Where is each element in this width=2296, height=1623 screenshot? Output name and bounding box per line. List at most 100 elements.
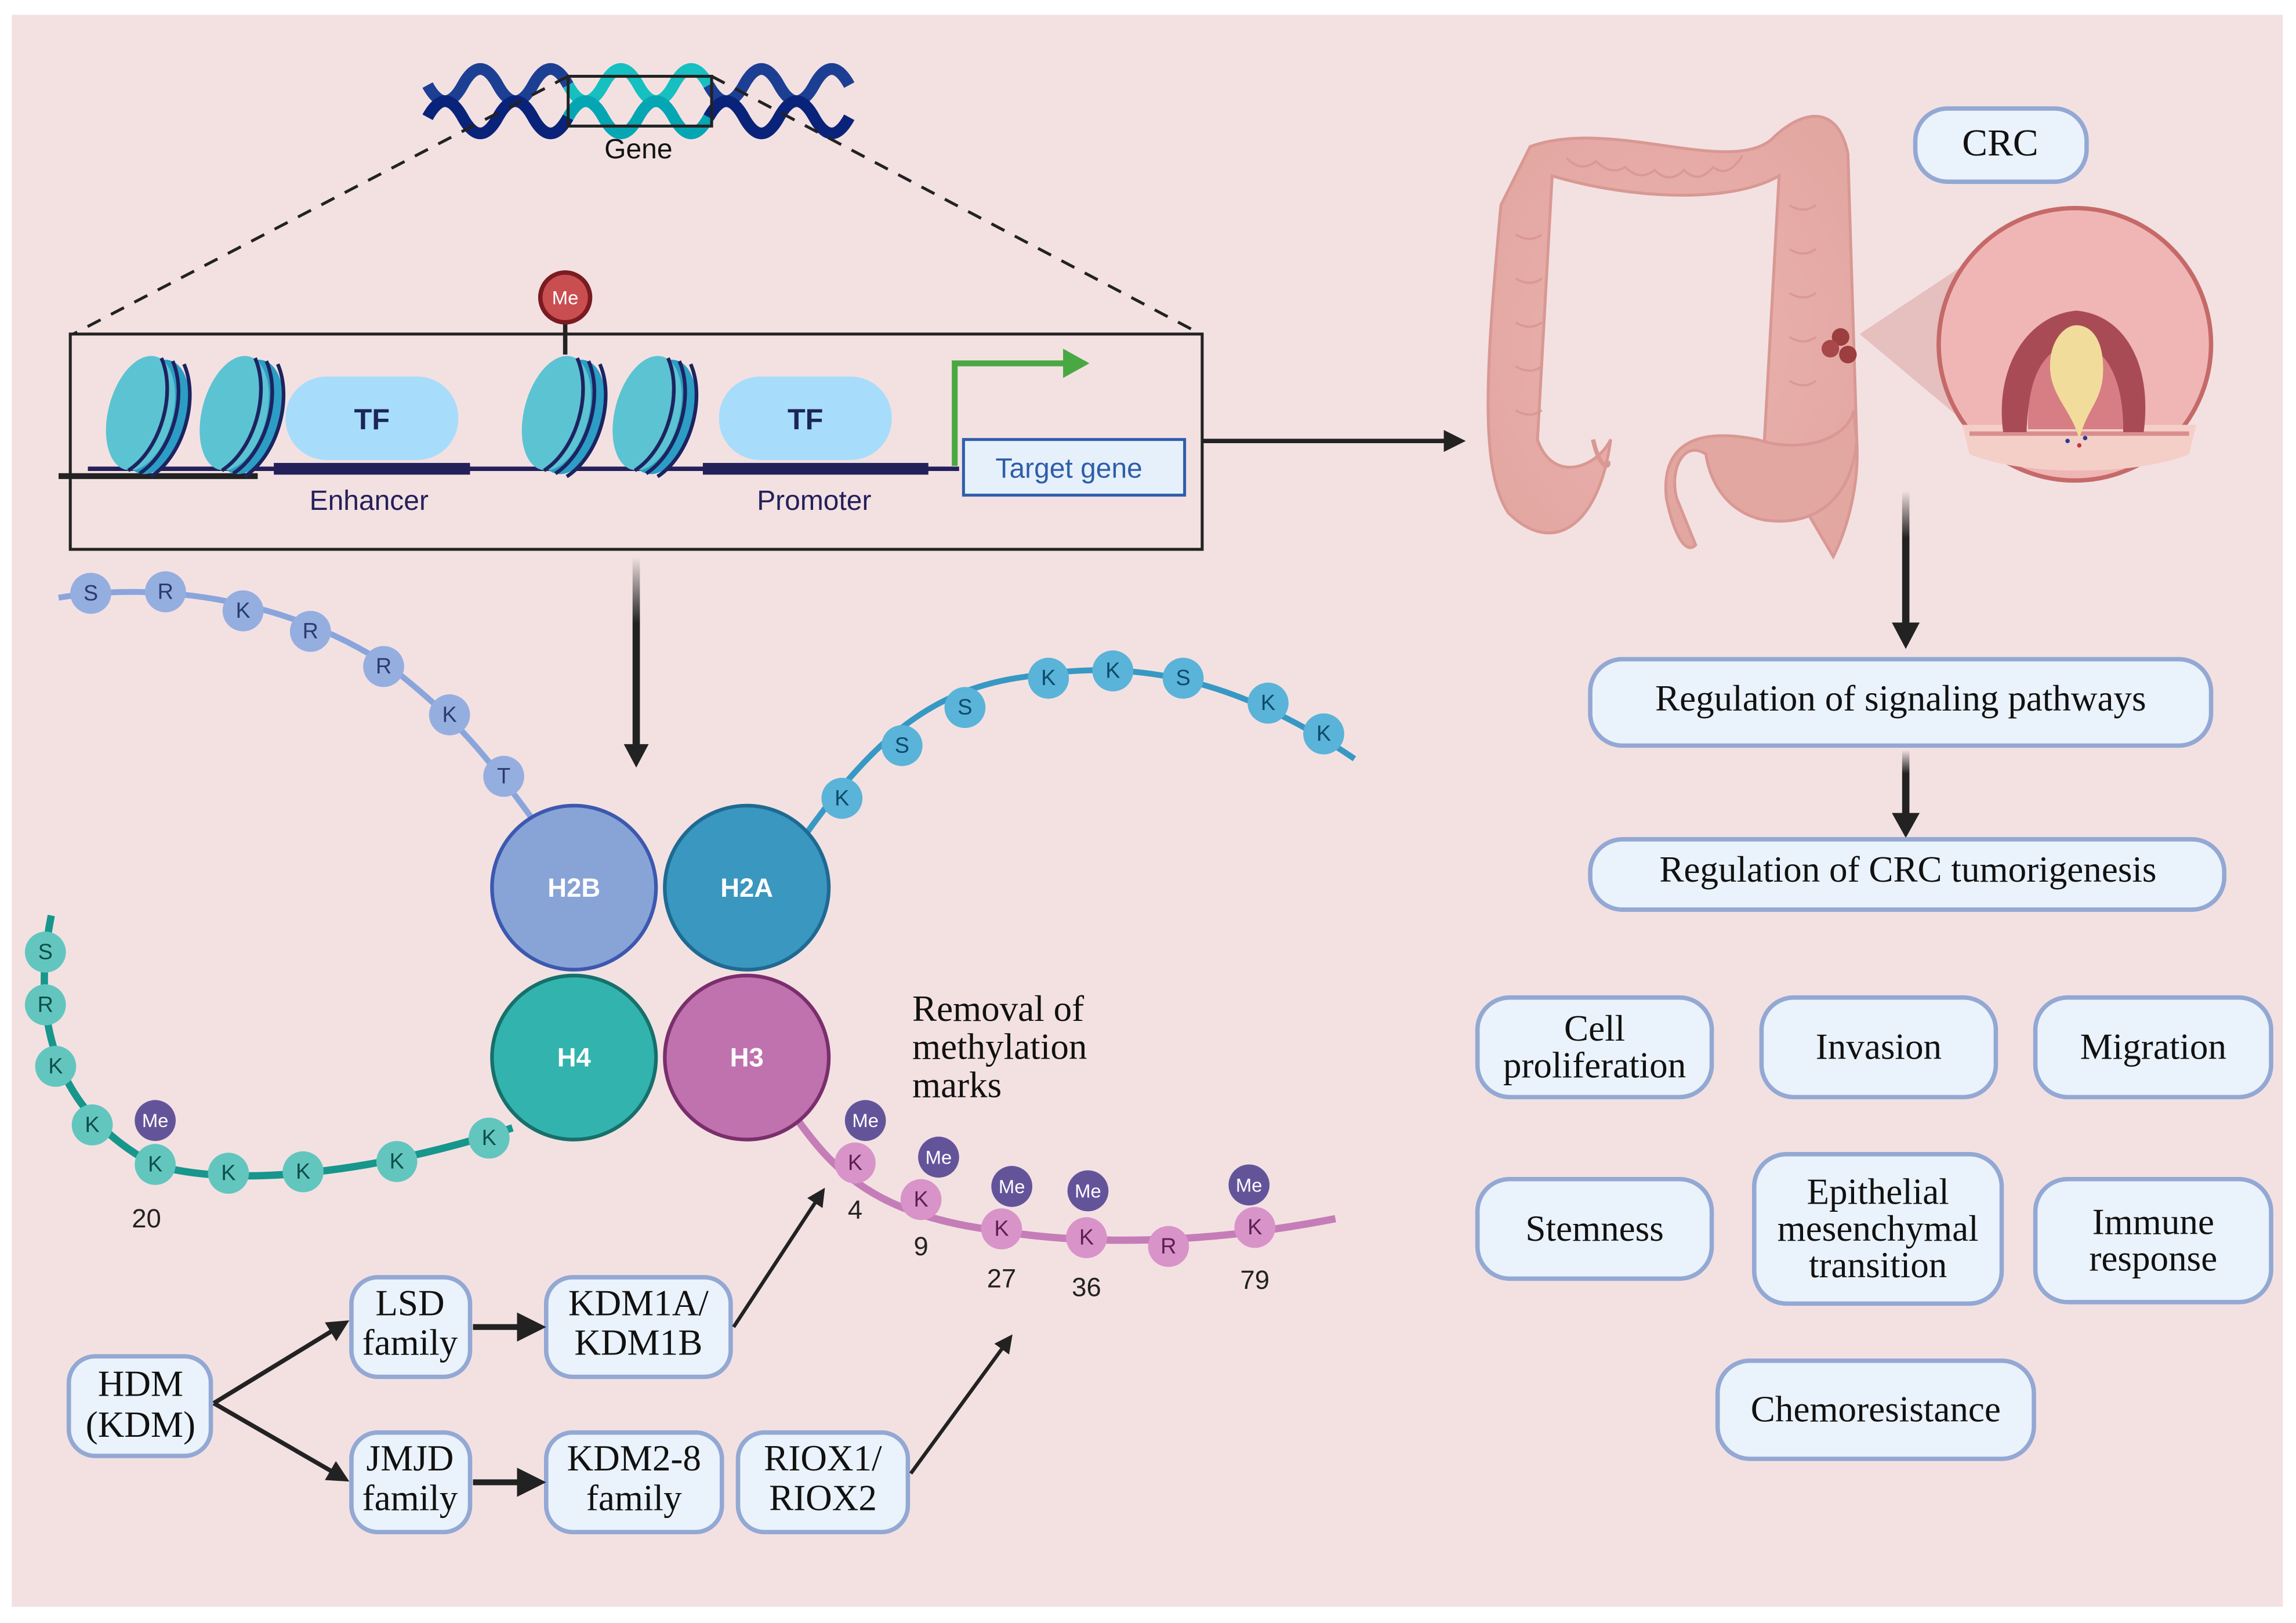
h4-tail-residue[interactable]: K	[468, 1117, 510, 1159]
h2a-tail-residue[interactable]: K	[1247, 682, 1289, 724]
h2b-tail-residue[interactable]: T	[483, 756, 524, 797]
histone-h4-label: H4	[557, 1043, 592, 1073]
h4-tail-residue[interactable]: K	[376, 1141, 418, 1182]
h3-tail-residue[interactable]: K	[900, 1179, 942, 1220]
residue-letter: S	[84, 581, 98, 606]
h2b-tail-residue[interactable]: K	[222, 590, 264, 632]
residue-letter: K	[85, 1113, 99, 1137]
h2b-tail-residue[interactable]: K	[429, 694, 470, 736]
outcome-item[interactable]: Invasion	[1759, 995, 1998, 1100]
outcome-item[interactable]: Chemoresistance	[1715, 1358, 2036, 1461]
h2a-tail-residue[interactable]: K	[1092, 650, 1134, 691]
residue-letter: K	[994, 1217, 1009, 1241]
h2a-tail-residue[interactable]: S	[944, 687, 986, 729]
tumorigenesis-box[interactable]	[1588, 837, 2227, 912]
arrow-riox-to-h3	[909, 1334, 1013, 1475]
outcome-box[interactable]	[1475, 995, 1714, 1100]
jmjd-family-box[interactable]	[349, 1430, 473, 1535]
h2b-tail-residue[interactable]: R	[363, 646, 404, 687]
arrow-colon-to-signaling-shaft	[1902, 491, 1910, 626]
hdm-box[interactable]	[66, 1354, 213, 1458]
h2a-tail-residue[interactable]: S	[881, 725, 923, 766]
h4-tail-residue[interactable]: K	[71, 1104, 113, 1146]
enhancer-label: Enhancer	[310, 486, 429, 516]
outcome-box[interactable]	[1475, 1176, 1714, 1281]
h4-tail-residue[interactable]: S	[24, 932, 66, 973]
outcome-box[interactable]	[2033, 1176, 2273, 1305]
residue-letter: K	[1316, 722, 1331, 746]
histone-h3-label: H3	[730, 1043, 764, 1073]
h3-tail-residue[interactable]: K	[1234, 1207, 1276, 1248]
methyl-mark: Me	[135, 1100, 176, 1142]
residue-letter: R	[376, 654, 391, 679]
nucleosome-icon	[521, 356, 608, 479]
arrow-hdm-to-jmjd	[212, 1401, 350, 1482]
riox-box[interactable]	[735, 1430, 911, 1535]
removal-label-line-3: marks	[912, 1064, 1002, 1105]
colon-illustration	[1486, 115, 2214, 560]
histone-h4[interactable]	[490, 973, 658, 1142]
histone-h2a[interactable]	[663, 803, 831, 972]
arrow-colon-to-signaling-head	[1892, 622, 1920, 649]
residue-letter: K	[221, 1161, 235, 1186]
tumor-magnified-view	[1936, 205, 2214, 483]
histone-h2a-label: H2A	[720, 873, 773, 903]
outcome-box[interactable]	[2033, 995, 2273, 1100]
h2a-tail-residue[interactable]: K	[821, 777, 863, 819]
zoom-line-right	[710, 75, 1202, 336]
residue-letter: K	[390, 1149, 404, 1173]
h2a-tail-residue[interactable]: K	[1028, 657, 1069, 699]
histone-h3[interactable]	[663, 973, 831, 1142]
nucleosome-icon	[200, 356, 286, 479]
kdm2-8-box[interactable]	[543, 1430, 724, 1535]
outcome-label: Migration	[2080, 1027, 2226, 1067]
h3-tail-residue[interactable]: R	[1148, 1226, 1189, 1267]
signaling-pathways-box[interactable]	[1588, 657, 2214, 748]
outcome-box[interactable]	[1759, 995, 1998, 1100]
h3-position-label: 4	[848, 1195, 862, 1225]
h3-tail-residue[interactable]: K	[981, 1208, 1022, 1249]
nucleosome-group-middle	[521, 356, 699, 479]
h3-tail-residue[interactable]: K	[1066, 1217, 1107, 1259]
residue-letter: K	[48, 1054, 63, 1078]
h2b-tail-residue[interactable]: R	[144, 571, 186, 613]
histone-h2b[interactable]	[490, 803, 658, 972]
outcome-box[interactable]	[1715, 1358, 2036, 1461]
residue-letter: K	[1105, 659, 1120, 683]
h4-tail-residue[interactable]: K	[135, 1144, 176, 1185]
methyl-mark: Me	[1228, 1164, 1270, 1206]
h2b-tail-residue[interactable]: R	[289, 611, 331, 652]
colon-icon	[1486, 115, 1859, 560]
h4-tail-residue[interactable]: K	[282, 1151, 324, 1193]
riox-label: RIOX1/RIOX2	[764, 1438, 882, 1518]
outcome-item[interactable]: Stemness	[1475, 1176, 1714, 1281]
removal-label-line-2: methylation	[912, 1027, 1087, 1067]
outcome-label: Chemoresistance	[1751, 1389, 2001, 1430]
dna-methyl-label: Me	[552, 287, 579, 308]
h2b-tail-residue[interactable]: S	[70, 573, 111, 614]
kdm1-box[interactable]	[543, 1275, 733, 1379]
residue-letter: K	[835, 786, 849, 810]
outcome-item[interactable]: Migration	[2033, 995, 2273, 1100]
h4-tail-residue[interactable]: R	[24, 984, 66, 1026]
promoter-bar	[702, 463, 928, 475]
outcome-box[interactable]	[1752, 1152, 2004, 1306]
gene-section: Gene TF TF Enhancer Promoter Me Target g…	[58, 63, 1204, 551]
residue-letter: K	[1041, 666, 1055, 690]
h2a-tail-residue[interactable]: S	[1162, 657, 1204, 699]
h2a-tail-residue[interactable]: K	[1303, 713, 1344, 755]
h4-tail-residue[interactable]: K	[208, 1153, 249, 1194]
lsd-family-box[interactable]	[349, 1275, 473, 1379]
h4-tail-residue[interactable]: K	[35, 1045, 77, 1087]
h3-tail-residue[interactable]: K	[835, 1142, 876, 1184]
arrow-to-histones-head	[623, 744, 649, 768]
crc-badge[interactable]	[1913, 106, 2089, 184]
residue-letter: K	[148, 1152, 162, 1176]
